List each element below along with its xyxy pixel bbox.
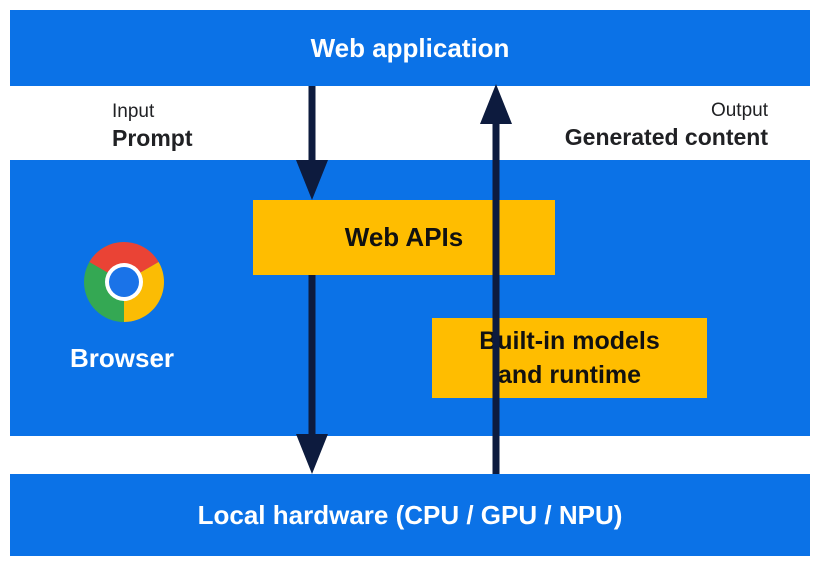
web-application-label: Web application [310,32,510,63]
hardware-arrow-head [296,434,328,474]
local-hardware-band: Local hardware (CPU / GPU / NPU) [10,474,810,556]
web-apis-label: Web APIs [344,222,464,252]
web-apis-box: Web APIs [253,200,555,275]
chrome-logo-icon [84,242,164,322]
builtin-models-label-line2: and runtime [497,361,642,389]
output-generated-content-label: Generated content [564,124,768,150]
input-prompt-label: Prompt [112,125,193,151]
output-arrow-head [480,84,512,124]
builtin-models-box: Built-in models and runtime [432,318,707,398]
input-arrow-head [296,160,328,200]
browser-label: Browser [70,343,175,373]
web-application-band: Web application [10,10,810,86]
builtin-models-label-line1: Built-in models [479,327,660,355]
local-hardware-label: Local hardware (CPU / GPU / NPU) [197,499,623,530]
output-caption: Output [710,100,768,121]
input-caption: Input [112,101,155,122]
